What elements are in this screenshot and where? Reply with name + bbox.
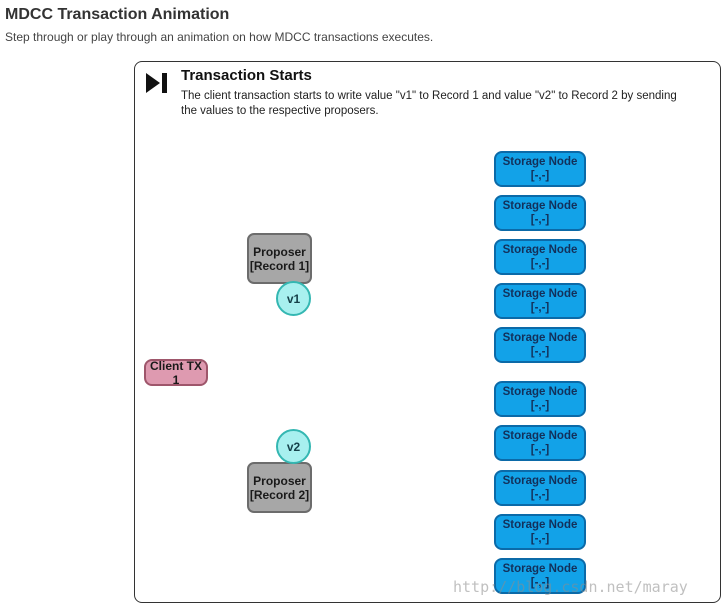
storage-node-value: [-,-] [530, 170, 550, 182]
storage-node-value: [-,-] [530, 302, 550, 314]
storage-node-value: [-,-] [530, 346, 550, 358]
proposer-label: Proposer [253, 244, 306, 259]
step-description: The client transaction starts to write v… [181, 90, 677, 117]
storage-node-label: Storage Node [502, 475, 578, 487]
storage-node-value: [-,-] [530, 533, 550, 545]
storage-node-label: Storage Node [502, 288, 578, 300]
storage-node: Storage Node [-,-] [494, 327, 586, 363]
storage-node-value: [-,-] [530, 577, 550, 589]
page-subtitle: Step through or play through an animatio… [5, 30, 434, 44]
storage-node: Storage Node [-,-] [494, 283, 586, 319]
storage-node-label: Storage Node [502, 430, 578, 442]
storage-node-value: [-,-] [530, 489, 550, 501]
proposer-record-2: Proposer [Record 2] [247, 462, 312, 513]
step-forward-icon[interactable] [145, 71, 169, 95]
storage-node: Storage Node [-,-] [494, 239, 586, 275]
storage-node-value: [-,-] [530, 214, 550, 226]
storage-node-label: Storage Node [502, 244, 578, 256]
page-title: MDCC Transaction Animation [5, 6, 230, 23]
storage-node: Storage Node [-,-] [494, 151, 586, 187]
proposer-record: [Record 1] [249, 258, 310, 273]
client-tx-node: Client TX 1 [144, 358, 208, 387]
storage-node: Storage Node [-,-] [494, 381, 586, 417]
storage-node-label: Storage Node [502, 200, 578, 212]
storage-node-label: Storage Node [502, 332, 578, 344]
storage-node: Storage Node [-,-] [494, 195, 586, 231]
storage-node-label: Storage Node [502, 563, 578, 575]
storage-node-value: [-,-] [530, 400, 550, 412]
client-label: Client TX 1 [149, 358, 202, 387]
storage-node: Storage Node [-,-] [494, 425, 586, 461]
storage-node-value: [-,-] [530, 444, 550, 456]
storage-node-label: Storage Node [502, 519, 578, 531]
storage-node-label: Storage Node [502, 386, 578, 398]
step-title: Transaction Starts [181, 67, 312, 84]
storage-node-label: Storage Node [502, 156, 578, 168]
value-v2: v2 [276, 429, 311, 464]
proposer-label: Proposer [253, 473, 306, 488]
animation-panel: Transaction Starts The client transactio… [134, 61, 721, 603]
proposer-record: [Record 2] [249, 487, 310, 502]
storage-node-value: [-,-] [530, 258, 550, 270]
proposer-record-1: Proposer [Record 1] [247, 233, 312, 284]
value-v1: v1 [276, 281, 311, 316]
storage-node: Storage Node [-,-] [494, 514, 586, 550]
storage-node: Storage Node [-,-] [494, 558, 586, 594]
storage-node: Storage Node [-,-] [494, 470, 586, 506]
